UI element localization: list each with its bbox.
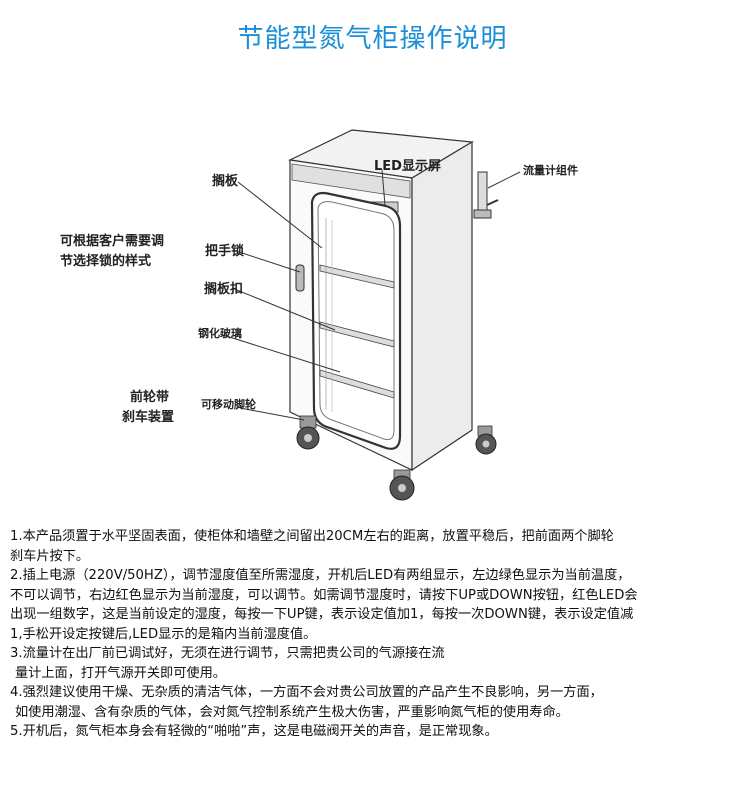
note-4-line-2: 如使用潮湿、含有杂质的气体，会对氮气控制系统产生极大伤害，严重影响氮气柜的使用寿… [15,704,569,720]
label-custom-lock-line1: 可根据客户需要调 [60,234,165,249]
label-casters: 可移动脚轮 [201,398,256,411]
label-tempered-glass: 钢化玻璃 [198,327,242,340]
label-flowmeter: 流量计组件 [523,164,578,177]
note-1-line-1: 1.本产品须置于水平坚固表面，使柜体和墙壁之间留出20CM左右的距离，放置平稳后… [10,529,614,544]
handle-lock [295,264,305,292]
label-custom-lock-line2: 节选择锁的样式 [60,254,152,269]
control-strip [291,163,411,199]
note-3-line-2: 量计上面，打开气源开关即可使用。 [15,665,226,681]
cabinet-diagram: LED显示屏 流量计组件 搁板 把手锁 搁板扣 钢化玻璃 可移动脚轮 可根据客户… [0,60,745,510]
operation-notes: 1.本产品须置于水平坚固表面，使柜体和墙壁之间留出20CM左右的距离，放置平稳后… [10,527,738,742]
flowmeter-tube [477,171,488,213]
page-title: 节能型氮气柜操作说明 [237,24,508,54]
glass-door [310,191,402,450]
note-2-line-1: 2.插上电源（220V/50HZ），调节湿度值至所需湿度，开机后LED有两组显示… [10,568,631,583]
label-brake-line2: 刹车装置 [122,410,175,425]
label-handle-lock: 把手锁 [205,244,245,259]
label-brake-line1: 前轮带 [130,390,170,405]
label-shelf: 搁板 [212,174,239,189]
label-led-display: LED显示屏 [374,159,441,174]
caster-rear-right [475,425,497,455]
note-5-line-1: 5.开机后，氮气柜本身会有轻微的“啪啪”声，这是电磁阀开关的声音，是正常现象。 [10,724,498,739]
caster-front-left [296,415,320,450]
note-2-line-4: 1,手松开设定按键后,LED显示的是箱内当前湿度值。 [10,626,317,642]
shelf-3 [319,369,395,399]
cabinet-side [411,140,473,472]
caster-front-right [389,469,415,501]
note-2-line-3: 出现一组数字，这是当前设定的湿度，每按一下UP键，表示设定值加1，每按一次DOW… [10,607,634,622]
note-1-line-2: 刹车片按下。 [10,548,90,564]
shelf-2 [319,321,395,348]
note-2-line-2: 不可以调节，右边红色显示为当前湿度，可以调节。如需调节湿度时，请按下UP或DOW… [10,587,638,603]
label-shelf-clip: 搁板扣 [204,282,244,297]
leader-lines [219,169,521,421]
note-4-line-1: 4.强烈建议使用干燥、无杂质的清洁气体，一方面不会对贵公司放置的产品产生不良影响… [10,685,603,700]
note-3-line-1: 3.流量计在出厂前已调试好，无须在进行调节，只需把贵公司的气源接在流 [10,646,445,661]
cabinet-illustration [219,129,521,501]
shelf-1 [319,264,395,289]
